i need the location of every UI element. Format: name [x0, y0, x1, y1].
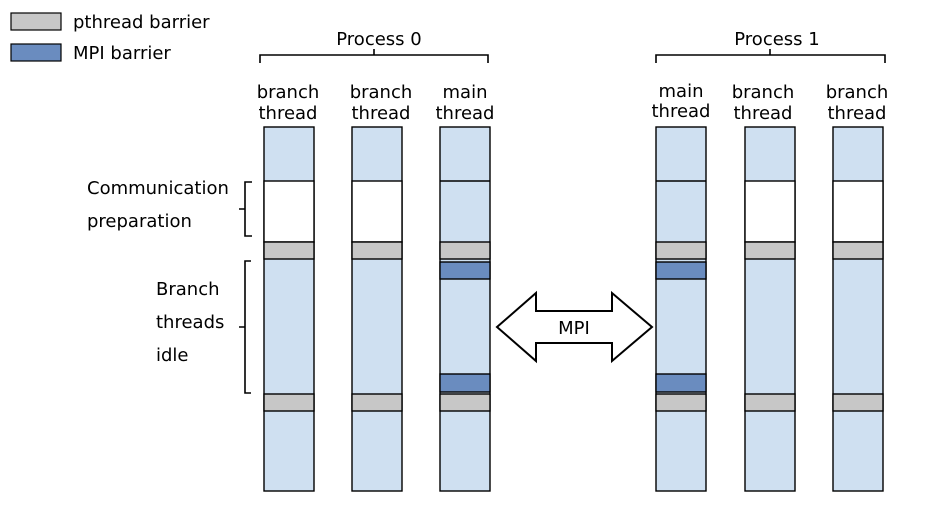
p1-branch-thread-2-pthread-barrier-2	[832, 393, 884, 412]
p0-main-thread-2-pthread-barrier-2	[439, 393, 491, 412]
p1-branch-thread-1-comm-prep-segment	[744, 180, 796, 243]
comm-prep-label-line-2: preparation	[87, 211, 192, 232]
p0-thread-2-label-line-2: thread	[435, 103, 494, 124]
p0-main-thread-2-mpi-barrier-1	[439, 261, 491, 280]
legend: pthread barrier MPI barrier	[10, 12, 210, 64]
p0-main-thread-2-pthread-barrier-1	[439, 241, 491, 260]
p1-branch-thread-2-comm-prep-segment	[832, 180, 884, 243]
comm-prep-bracket	[239, 181, 252, 237]
annotation-branch-threads-idle: Branch threads idle	[156, 260, 251, 394]
p1-thread-0-label-line-2: thread	[651, 101, 710, 122]
mpi-double-arrow: MPI	[495, 290, 654, 364]
p0-branch-thread-1-pthread-barrier-2	[351, 393, 403, 412]
idle-label-line-3: idle	[156, 345, 189, 366]
p0-main-thread-2-column	[439, 126, 491, 492]
idle-label-line-2: threads	[156, 312, 224, 333]
p1-thread-2-label-line-1: branch	[826, 82, 889, 103]
p1-thread-1-label-line-2: thread	[733, 103, 792, 124]
p0-thread-2-label-line-1: main	[443, 82, 488, 103]
p1-main-thread-0-column	[655, 126, 707, 492]
p1-thread-0-label-line-1: main	[659, 81, 704, 102]
annotation-communication-preparation: Communication preparation	[87, 178, 252, 237]
process-1-bracket	[655, 49, 886, 63]
p1-main-thread-0-mpi-barrier-2	[655, 373, 707, 393]
p1-main-thread-0-pthread-barrier-1	[655, 241, 707, 260]
mpi-arrow-label: MPI	[558, 318, 590, 339]
process-0-bracket	[259, 49, 489, 63]
p0-thread-1-label-line-2: thread	[351, 103, 410, 124]
p1-main-thread-0-mpi-barrier-1	[655, 261, 707, 280]
idle-bracket	[239, 260, 251, 394]
legend-pthread-label: pthread barrier	[73, 12, 210, 33]
idle-label-line-1: Branch	[156, 279, 220, 300]
p1-branch-thread-1-pthread-barrier-2	[744, 393, 796, 412]
p1-thread-1-label-line-1: branch	[732, 82, 795, 103]
p0-branch-thread-1-pthread-barrier-1	[351, 241, 403, 260]
mpi-arrow-shape	[495, 290, 654, 364]
thread-columns	[263, 126, 884, 492]
p1-thread-2-label-line-2: thread	[827, 103, 886, 124]
p1-main-thread-0-pthread-barrier-2	[655, 393, 707, 412]
process-0-header: Process 0	[259, 29, 489, 63]
legend-pthread-swatch	[10, 12, 62, 31]
p0-branch-thread-0-pthread-barrier-2	[263, 393, 315, 412]
p0-thread-0-label-line-1: branch	[257, 82, 320, 103]
thread-labels: branch thread branch thread main thread …	[257, 81, 889, 124]
p0-branch-thread-0-pthread-barrier-1	[263, 241, 315, 260]
p0-thread-1-label-line-1: branch	[350, 82, 413, 103]
p0-main-thread-2-mpi-barrier-2	[439, 373, 491, 393]
p0-branch-thread-1-comm-prep-segment	[351, 180, 403, 243]
p0-thread-0-label-line-2: thread	[258, 103, 317, 124]
comm-prep-label-line-1: Communication	[87, 178, 229, 199]
p1-branch-thread-1-pthread-barrier-1	[744, 241, 796, 260]
p1-branch-thread-2-pthread-barrier-1	[832, 241, 884, 260]
legend-mpi-label: MPI barrier	[73, 43, 171, 64]
process-0-label: Process 0	[336, 29, 421, 50]
process-1-label: Process 1	[734, 29, 819, 50]
process-1-header: Process 1	[655, 29, 886, 63]
p0-branch-thread-0-comm-prep-segment	[263, 180, 315, 243]
legend-mpi-swatch	[10, 43, 62, 62]
